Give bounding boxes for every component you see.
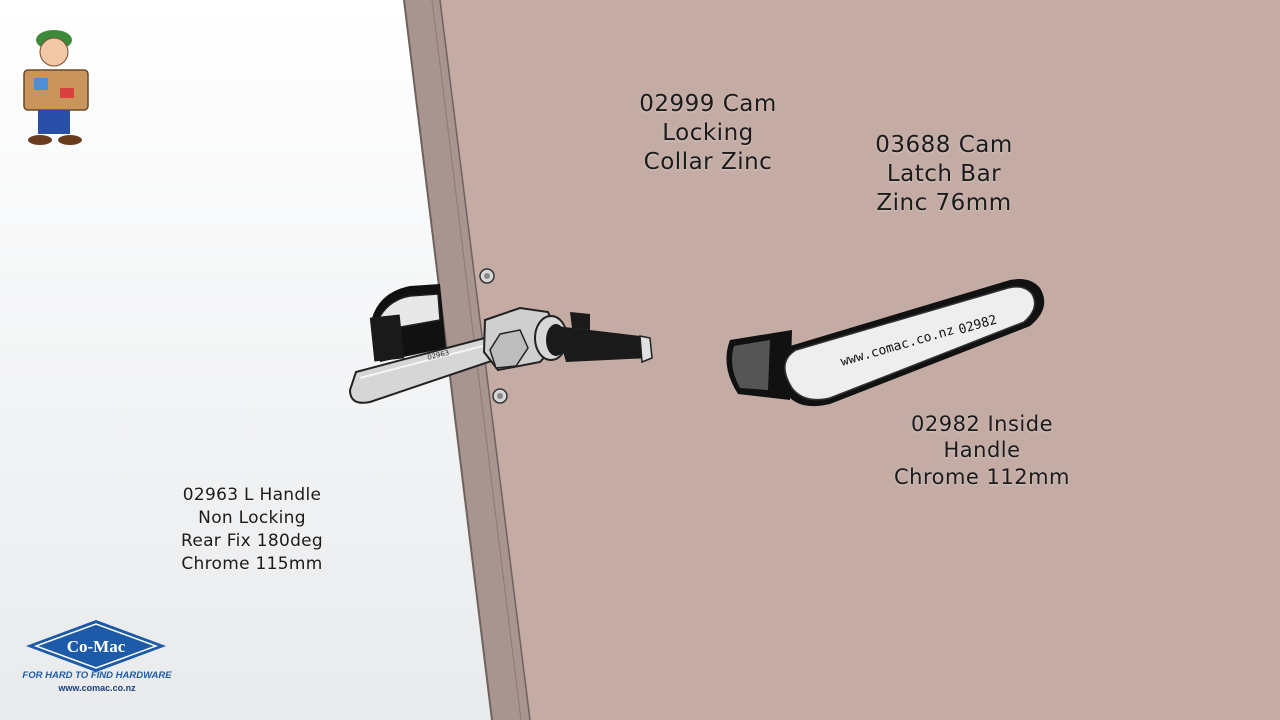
mascot-illustration [23,30,89,145]
label-line: Locking [662,119,754,146]
label-line: 02963 L Handle [182,485,322,505]
label-inside-handle: 02982 Inside Handle Chrome 112mm [882,411,1082,490]
spindle [556,312,653,364]
inside-handle [726,279,1045,407]
label-line: Non Locking [198,507,306,528]
logo-name: Co-Mac [67,637,126,656]
label-line: Handle [943,438,1021,463]
label-line: 03688 Cam [875,132,1013,158]
label-line: Latch Bar [886,160,1002,187]
label-line: Zinc 76mm [876,189,1012,216]
logo-tagline: FOR HARD TO FIND HARDWARE [22,670,172,681]
label-line: Rear Fix 180deg [180,530,324,551]
label-line: Chrome 112mm [893,464,1071,489]
logo-url[interactable]: www.comac.co.nz [58,683,136,693]
label-l-handle: 02963 L Handle Non Locking Rear Fix 180d… [152,484,352,576]
label-line: Collar Zinc [643,148,773,175]
label-cam-locking-collar: 02999 Cam Locking Collar Zinc [618,90,798,176]
co-mac-logo [26,620,166,672]
screw-bottom [492,388,508,404]
label-line: Chrome 115mm [181,553,323,574]
label-cam-latch-bar: 03688 Cam Latch Bar Zinc 76mm [854,131,1034,217]
label-line: 02982 Inside [910,412,1053,436]
label-line: 02999 Cam [639,91,777,117]
screw-top [479,268,495,284]
l-handle-body [369,284,446,362]
